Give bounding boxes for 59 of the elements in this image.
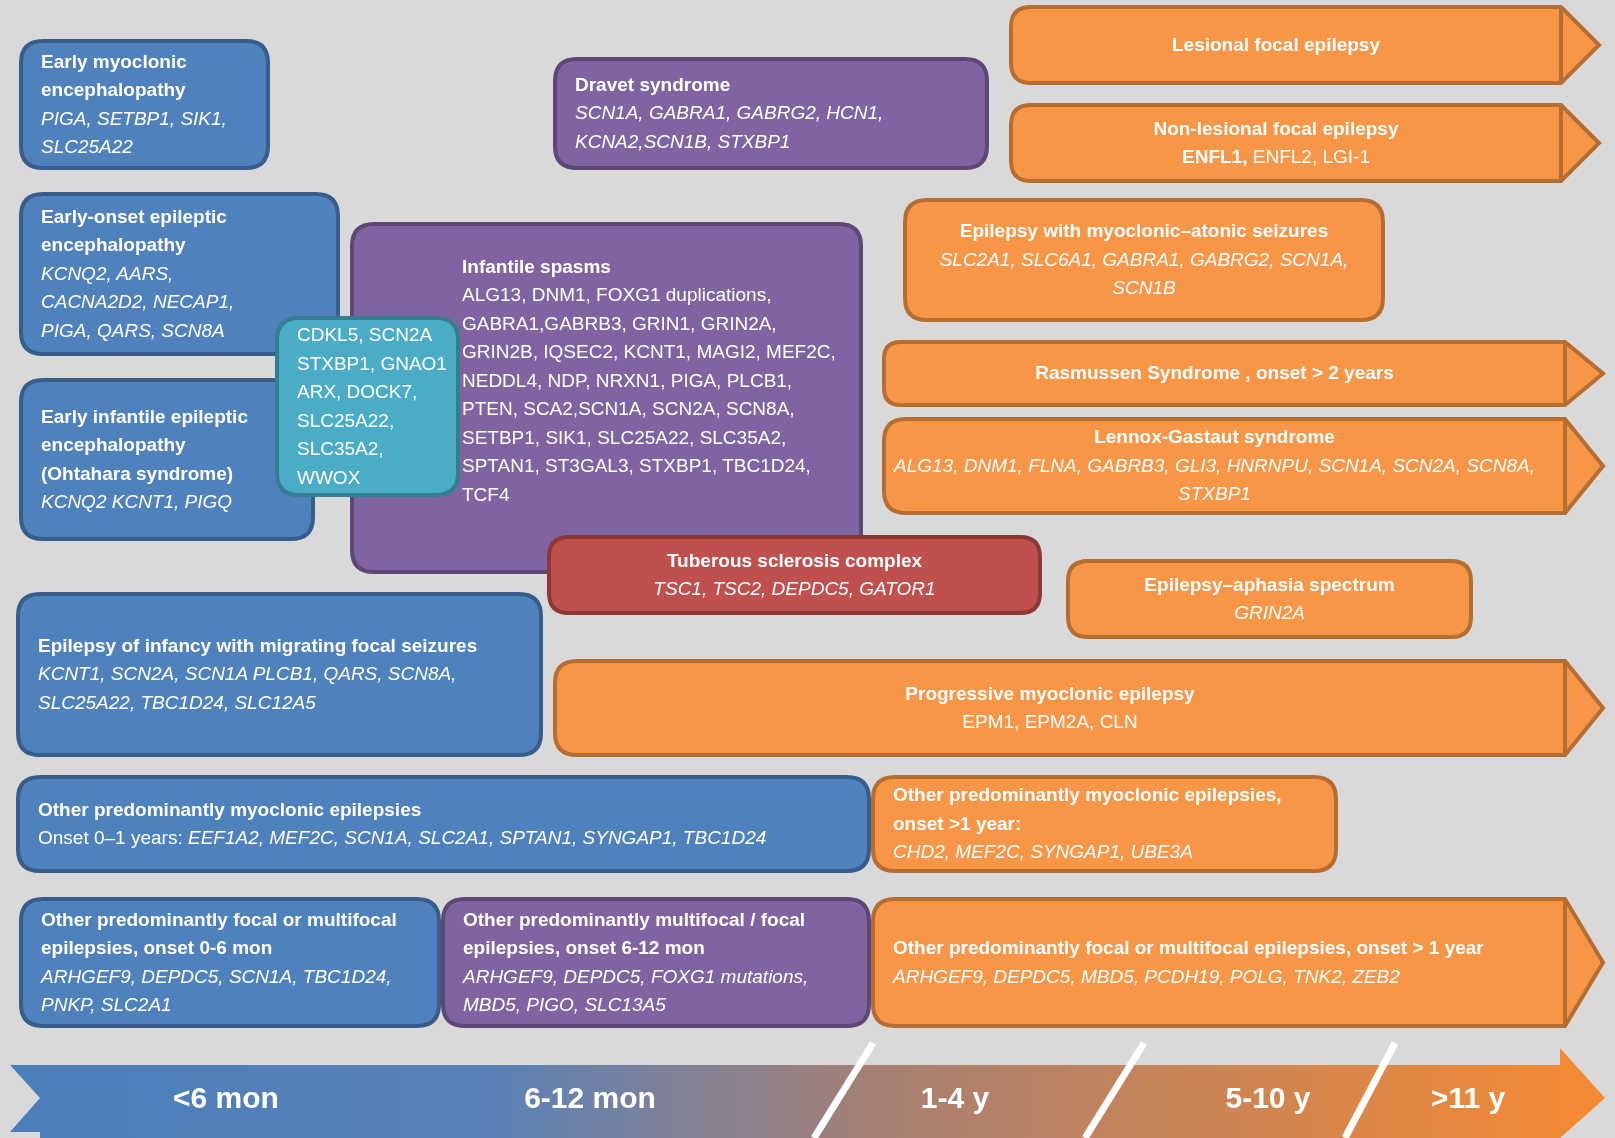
syndrome-title: Tuberous sclerosis complex — [665, 548, 924, 573]
gene-list: SLC2A1, SLC6A1, GABRA1, GABRG2, SCN1A, SCN1B — [915, 245, 1373, 303]
syndrome-title: Epilepsy with myoclonic–atonic seizures — [958, 219, 1330, 244]
gene-list: PIGA, SETBP1, SIK1, SLC25A22 — [41, 104, 258, 162]
syndrome-box — [19, 39, 270, 170]
syndrome-title: Epilepsy–aphasia spectrum — [1143, 572, 1396, 597]
gene-list: TSC1, TSC2, DEPDC5, GATOR1 — [559, 575, 1030, 604]
gene-list: SCN1A, GABRA1, GABRG2, HCN1, KCNA2,SCN1B, STXBP1 — [575, 99, 977, 157]
syndrome-title: Early myoclonic encephalopathy — [41, 49, 188, 102]
gene-list: KCNQ2 KCNT1, PIGQ — [41, 488, 265, 517]
age-label: >11 y — [1430, 1081, 1506, 1115]
syndrome-title: Rasmussen Syndrome , onset > 2 years — [1034, 361, 1395, 386]
age-label: 6-12 mon — [524, 1081, 656, 1115]
syndrome-title: Lesional focal epilepsy — [1171, 32, 1381, 57]
age-label: 5-10 y — [1225, 1081, 1311, 1115]
gene-list: CDKL5, SCN2A STXBP1, GNAO1 ARX, DOCK7, SLC25A22, SLC35A2, WWOX — [297, 321, 450, 492]
arrow-band — [882, 340, 1605, 407]
syndrome-box — [16, 775, 871, 873]
syndrome-box — [553, 57, 989, 170]
syndrome-title: Early-onset epileptic encephalopathy — [41, 204, 228, 258]
syndrome-title: Other predominantly multifocal / focal epilepsies, onset 6-12 mon — [463, 907, 807, 960]
arrow-band — [871, 897, 1605, 1028]
gene-list: EPM1, EPM2A, CLN — [565, 708, 1535, 737]
syndrome-box — [903, 198, 1385, 322]
syndrome-title: Non-lesional focal epilepsy — [1152, 116, 1400, 141]
syndrome-box — [19, 897, 441, 1028]
gene-list: ARHGEF9, DEPDC5, MBD5, PCDH19, POLG, TNK2, ZEB2 — [893, 962, 1535, 991]
gene-list: ARHGEF9, DEPDC5, SCN1A, TBC1D24, PNKP, SLC2A1 — [41, 962, 429, 1020]
arrow-band — [882, 417, 1605, 515]
syndrome-title: Other predominantly myoclonic epilepsies, onset >1 year: — [893, 783, 1283, 836]
syndrome-title: Progressive myoclonic epilepsy — [904, 681, 1196, 706]
gene-list: ALG13, DNM1, FOXG1 duplications, GABRA1,GABRB3, GRIN1, GRIN2A, GRIN2B, IQSEC2, KCNT1, MAGI2, MEF2C, NEDDL4, NDP, NRXN1, PIGA, PLCB1, PTEN, SCA2,SCN1A, SCN2A, SCN8A, SETBP1, SIK1, SLC25A22, SLC35A2, SPTAN1, ST3GAL3, STXBP1, TBC1D24, TCF4 — [462, 281, 851, 510]
syndrome-box — [441, 897, 871, 1028]
arrow-band — [1009, 5, 1601, 85]
arrow-band — [553, 659, 1605, 757]
arrow-band — [1009, 103, 1601, 183]
gene-list: ALG13, DNM1, FLNA, GABRB3, GLI3, HNRNPU, SCN1A, SCN2A, SCN8A, STXBP1 — [894, 451, 1535, 509]
syndrome-title: Other predominantly focal or multifocal epilepsies, onset 0-6 mon — [41, 907, 398, 960]
age-label: <6 mon — [173, 1081, 279, 1115]
syndrome-box — [1066, 559, 1473, 639]
gene-list: KCNT1, SCN2A, SCN1A PLCB1, QARS, SCN8A, SLC25A22, TBC1D24, SLC12A5 — [38, 660, 503, 718]
gene-list: GRIN2A — [1078, 599, 1461, 628]
syndrome-title: Other predominantly myoclonic epilepsies — [38, 797, 423, 822]
age-label: 1-4 y — [920, 1081, 990, 1115]
syndrome-title: Dravet syndrome — [575, 72, 732, 97]
gene-list: ENFL1, ENFL2, LGI-1 — [1021, 143, 1531, 172]
gene-list: ARHGEF9, DEPDC5, FOXG1 mutations, MBD5, PIGO, SLC13A5 — [463, 962, 859, 1020]
gene-list: Onset 0–1 years: EEF1A2, MEF2C, SCN1A, SLC2A1, SPTAN1, SYNGAP1, TBC1D24 — [38, 824, 859, 853]
syndrome-title: Early infantile epileptic encephalopathy (Ohtahara syndrome) — [41, 404, 249, 486]
gene-list: KCNQ2, AARS, CACNA2D2, NECAP1, PIGA, QARS, SCN8A — [41, 259, 268, 346]
syndrome-title: Other predominantly focal or multifocal epilepsies, onset > 1 year — [893, 936, 1485, 960]
syndrome-box — [16, 592, 543, 757]
syndrome-box — [547, 535, 1042, 615]
syndrome-box — [275, 316, 460, 497]
syndrome-title: Infantile spasms — [462, 254, 612, 279]
syndrome-box — [871, 775, 1338, 873]
syndrome-title: Lennox-Gastaut syndrome — [1093, 425, 1336, 450]
syndrome-title: Epilepsy of infancy with migrating focal seizures — [38, 633, 479, 658]
gene-list: CHD2, MEF2C, SYNGAP1, UBE3A — [893, 838, 1326, 867]
